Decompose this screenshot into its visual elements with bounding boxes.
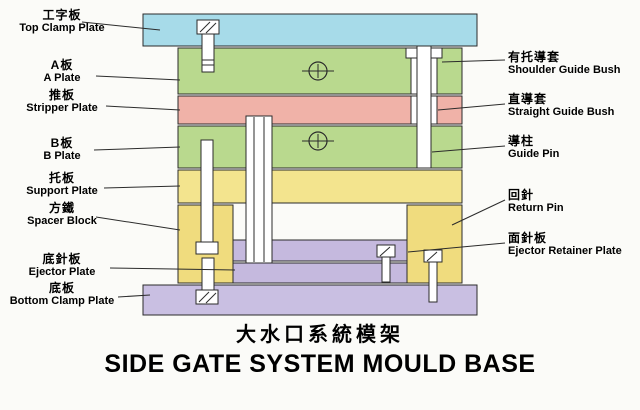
label-zh: A板 [50,58,74,72]
label-en: Stripper Plate [26,102,98,115]
title-english: SIDE GATE SYSTEM MOULD BASE [104,350,536,378]
label-shoulder-guide-bush: 有托導套 Shoulder Guide Bush [508,50,638,77]
ejector-plate-shape [232,262,408,284]
label-en: Ejector Plate [28,266,96,279]
label-stripper-plate: 推板 Stripper Plate [4,88,120,115]
label-support-plate: 托板 Support Plate [4,171,120,198]
title-chinese: 大水口系統模架 [236,324,404,346]
label-zh: 托板 [48,171,75,185]
screw-hole-symbol-b-plate [302,131,334,151]
label-en: Return Pin [508,202,564,215]
label-en: Guide Pin [508,148,560,161]
bottom-clamp-plate-shape [142,284,478,316]
label-zh: 推板 [48,88,75,102]
stop-screw [423,249,443,303]
label-ejector-retainer-plate: 面針板 Ejector Retainer Plate [508,231,638,258]
b-plate-shape [177,125,463,169]
screw-hole-symbol-a-plate [302,61,334,81]
label-a-plate: A板 A Plate [4,58,120,85]
label-spacer-block: 方鐵 Spacer Block [4,201,120,228]
label-straight-guide-bush: 直導套 Straight Guide Bush [508,92,638,119]
ejector-plate-screw [376,244,396,283]
label-b-plate: B板 B Plate [4,136,120,163]
label-en: A Plate [43,72,81,85]
label-guide-pin: 導柱 Guide Pin [508,134,638,161]
label-en: Bottom Clamp Plate [9,295,115,308]
leader-lines [81,21,506,298]
label-en: Straight Guide Bush [508,106,615,119]
return-pin-shape [195,139,219,255]
label-zh: 底板 [48,281,75,295]
label-return-pin: 回針 Return Pin [508,188,638,215]
label-en: Ejector Retainer Plate [508,245,622,258]
label-ejector-plate: 底針板 Ejector Plate [4,252,120,279]
label-zh: B板 [50,136,74,150]
label-zh: 導柱 [508,134,535,148]
label-zh: 面針板 [508,231,548,245]
label-en: Shoulder Guide Bush [508,64,621,77]
label-zh: 回針 [508,188,535,202]
top-clamp-plate-shape [142,13,478,47]
bottom-clamp-screw [195,257,219,305]
label-zh: 底針板 [42,252,82,266]
label-zh: 方鐵 [48,201,75,215]
ejector-retainer-plate-shape [232,239,408,262]
top-clamp-screw [196,19,220,73]
label-top-clamp-plate: 工字板 Top Clamp Plate [4,8,120,35]
label-en: Top Clamp Plate [19,22,105,35]
label-bottom-clamp-plate: 底板 Bottom Clamp Plate [4,281,120,308]
label-zh: 工字板 [42,8,82,22]
label-en: Spacer Block [27,215,97,228]
label-zh: 有托導套 [508,50,561,64]
guide-pin-shape [416,45,432,169]
caption: 大水口系統模架 SIDE GATE SYSTEM MOULD BASE [0,318,640,379]
ejector-pin-column [245,115,273,264]
support-plate-shape [177,169,463,204]
label-zh: 直導套 [508,92,548,106]
label-en: Support Plate [26,185,98,198]
label-en: B Plate [43,150,81,163]
